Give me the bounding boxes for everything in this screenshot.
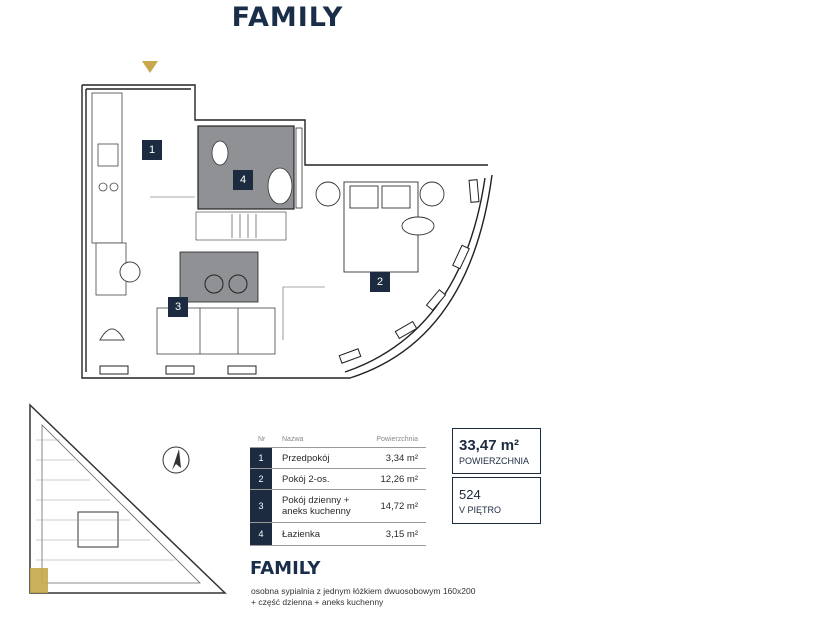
row-name: Pokój dzienny + aneks kuchenny	[282, 495, 351, 517]
row-area: 3,34 m²	[385, 452, 418, 464]
desc-line-1: osobna sypialnia z jednym łóżkiem dwuoso…	[251, 586, 476, 596]
rooms-table: Nr Nazwa Powierzchnia 1 Przedpokój 3,34 …	[250, 431, 426, 546]
row-num: 4	[250, 523, 272, 545]
row-area: 3,15 m²	[385, 528, 418, 540]
room-label-3: 3	[168, 297, 188, 317]
floor-label: V PIĘTRO	[459, 505, 502, 515]
row-name: Łazienka	[282, 528, 321, 540]
armchair	[99, 328, 125, 341]
building-site-plan	[29, 403, 227, 594]
col-nr: Nr	[258, 435, 266, 443]
table-row: 3 Pokój dzienny + aneks kuchenny 14,72 m…	[250, 490, 426, 523]
room-label-2: 2	[370, 272, 390, 292]
bed	[315, 181, 445, 273]
north-arrow-icon	[172, 449, 181, 470]
col-name: Nazwa	[282, 435, 304, 443]
unit-number: 524	[459, 487, 481, 502]
page-title: FAMILY	[231, 2, 344, 33]
row-area: 12,26 m²	[380, 473, 419, 485]
table-row: 1 Przedpokój 3,34 m²	[250, 448, 426, 469]
room-label-1: 1	[142, 140, 162, 160]
footer-description: osobna sypialnia z jednym łóżkiem dwuoso…	[251, 586, 475, 608]
row-num: 2	[250, 469, 272, 489]
desc-line-2: + część dzienna + aneks kuchenny	[251, 597, 384, 607]
highlighted-unit	[30, 568, 48, 593]
total-area-box: 33,47 m² POWIERZCHNIA	[452, 428, 541, 474]
windows	[99, 179, 480, 375]
kitchen-units	[91, 92, 127, 296]
total-area-label: POWIERZCHNIA	[459, 456, 530, 466]
row-num: 3	[250, 490, 272, 522]
table-row: 4 Łazienka 3,15 m²	[250, 523, 426, 546]
door-swings	[150, 196, 325, 340]
row-num: 1	[250, 448, 272, 468]
compass	[162, 446, 190, 474]
row-name: Przedpokój	[282, 452, 330, 464]
desk-chair	[119, 261, 141, 283]
unit-box: 524 V PIĘTRO	[452, 477, 541, 524]
col-area: Powierzchnia	[376, 435, 418, 443]
room-label-4: 4	[233, 170, 253, 190]
row-area: 14,72 m²	[380, 500, 419, 512]
outer-walls	[81, 84, 493, 379]
table-row: 2 Pokój 2-os. 12,26 m²	[250, 469, 426, 490]
entrance-marker	[142, 61, 158, 73]
total-area-value: 33,47 m²	[459, 437, 520, 454]
hall-radiator	[195, 211, 287, 241]
footer-title: FAMILY	[250, 558, 321, 579]
row-name: Pokój 2-os.	[282, 473, 330, 485]
